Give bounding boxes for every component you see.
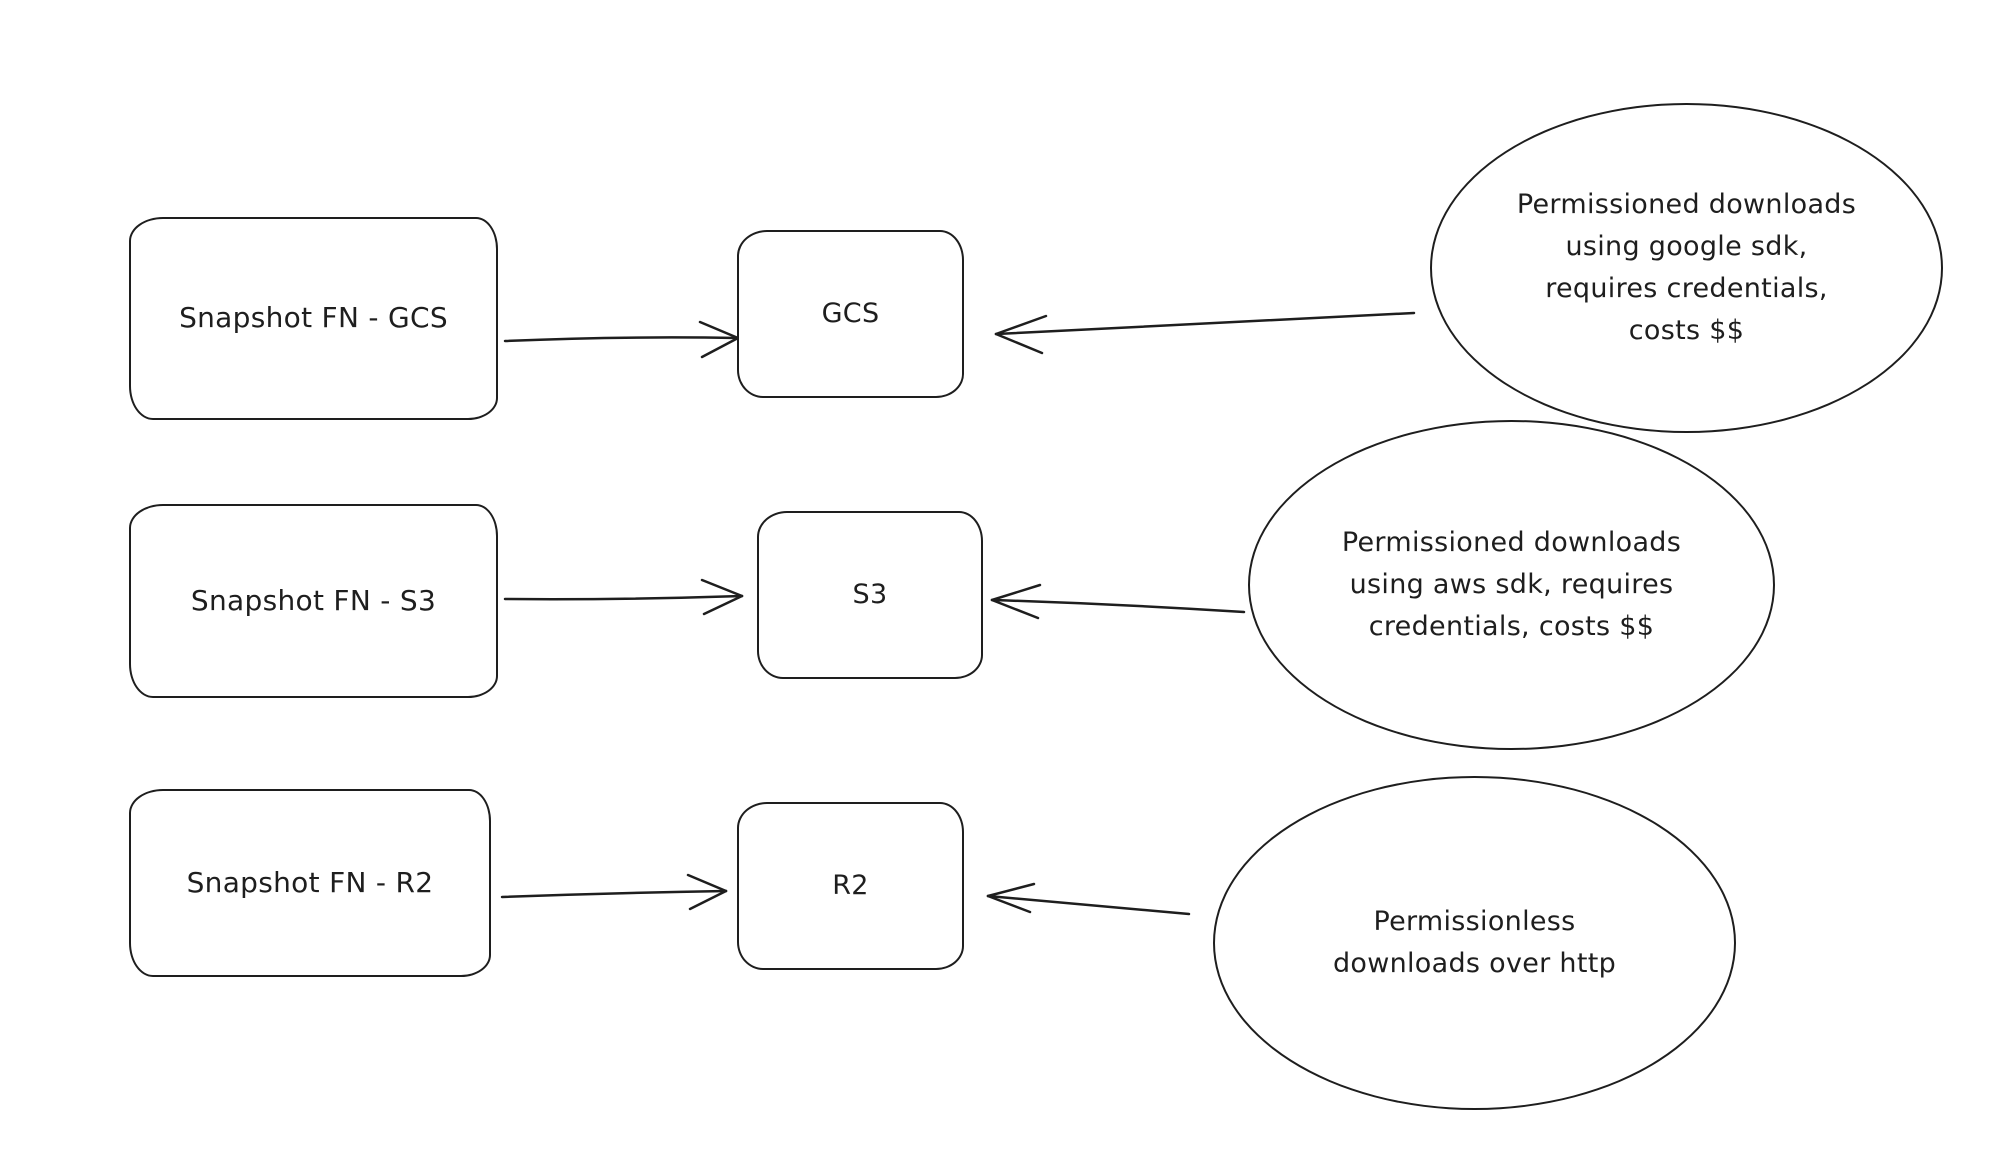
- node-snapshot-fn-s3-label: Snapshot FN - S3: [190, 583, 437, 617]
- node-snapshot-fn-r2[interactable]: Snapshot FN - R2: [129, 789, 491, 977]
- note-ellipse-gcs-label: Permissioned downloads using google sdk,…: [1516, 189, 1857, 346]
- note-ellipse-gcs[interactable]: Permissioned downloads using google sdk,…: [1430, 103, 1943, 433]
- node-r2[interactable]: R2: [737, 802, 964, 970]
- node-s3[interactable]: S3: [757, 511, 983, 679]
- node-gcs[interactable]: GCS: [737, 230, 964, 398]
- node-snapshot-fn-gcs-label: Snapshot FN - GCS: [179, 301, 448, 335]
- note-ellipse-s3[interactable]: Permissioned downloads using aws sdk, re…: [1248, 420, 1775, 750]
- arrow-note-gcs-to-gcs[interactable]: [994, 311, 1416, 355]
- note-ellipse-s3-label: Permissioned downloads using aws sdk, re…: [1341, 527, 1682, 642]
- node-s3-label: S3: [852, 579, 888, 611]
- arrow-snapshot-s3-to-s3[interactable]: [503, 578, 744, 616]
- note-ellipse-r2-label: Permissionless downloads over http: [1332, 906, 1617, 979]
- node-snapshot-fn-gcs[interactable]: Snapshot FN - GCS: [129, 217, 498, 420]
- arrow-note-s3-to-s3[interactable]: [990, 583, 1246, 620]
- arrow-snapshot-r2-to-r2[interactable]: [500, 873, 728, 911]
- note-ellipse-r2[interactable]: Permissionless downloads over http: [1213, 776, 1736, 1110]
- node-r2-label: R2: [832, 870, 869, 902]
- node-snapshot-fn-r2-label: Snapshot FN - R2: [186, 865, 434, 899]
- node-snapshot-fn-s3[interactable]: Snapshot FN - S3: [129, 504, 498, 698]
- arrow-note-r2-to-r2[interactable]: [986, 882, 1191, 916]
- arrow-snapshot-gcs-to-gcs[interactable]: [503, 320, 740, 359]
- node-gcs-label: GCS: [821, 298, 880, 330]
